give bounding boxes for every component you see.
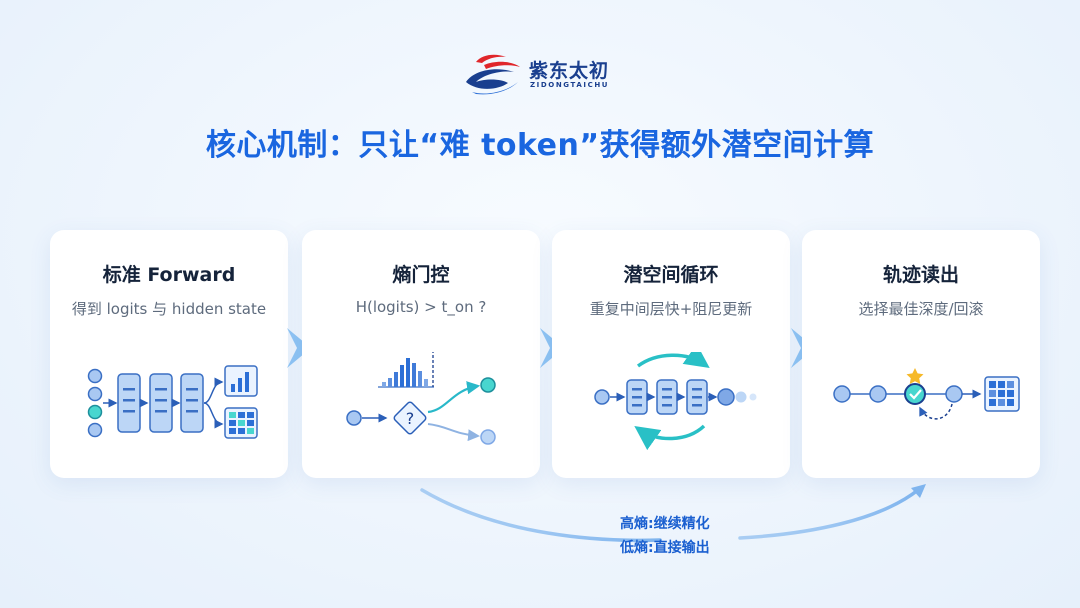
trajectory-readout-icon [833,368,1020,420]
brand-logo: 紫东太初 ZIDONGTAICHU [462,52,632,98]
brand-swoosh-icon [466,54,520,95]
step-title: 熵门控 [392,264,450,286]
entropy-routing-note: 高熵:继续精化 低熵:直接输出 [620,512,710,560]
chevron-right-icon [287,328,311,368]
step-card-entropy-gate: 熵门控 H(logits) > t_on ? ? [302,230,540,478]
feedback-arc-arrow [420,484,926,543]
entropy-gate-icon: ? [346,352,496,445]
step-subtitle: 得到 logits 与 hidden state [71,300,267,318]
step-title: 标准 Forward [102,264,236,286]
high-entropy-label: 高熵:继续精化 [620,516,710,532]
step-card-forward: 标准 Forward 得到 logits 与 hidden state [50,230,288,478]
step-subtitle: 重复中间层快+阻尼更新 [589,300,753,318]
low-entropy-label: 低熵:直接输出 [620,540,710,556]
step-subtitle: 选择最佳深度/回滚 [858,300,984,318]
page-title: 核心机制：只让“难 token”获得额外潜空间计算 [205,128,875,163]
step-subtitle: H(logits) > t_on ? [355,298,487,316]
forward-layers-icon [87,365,258,439]
brand-subtitle: ZIDONGTAICHU [530,81,610,89]
step-card-trajectory-readout: 轨迹读出 选择最佳深度/回滚 [802,230,1040,478]
step-title: 潜空间循环 [623,264,719,286]
step-title: 轨迹读出 [882,264,959,286]
brand-name: 紫东太初 [529,60,610,82]
step-card-latent-loop: 潜空间循环 重复中间层快+阻尼更新 [552,230,790,478]
latent-loop-icon [594,352,757,451]
svg-text:?: ? [406,409,415,428]
